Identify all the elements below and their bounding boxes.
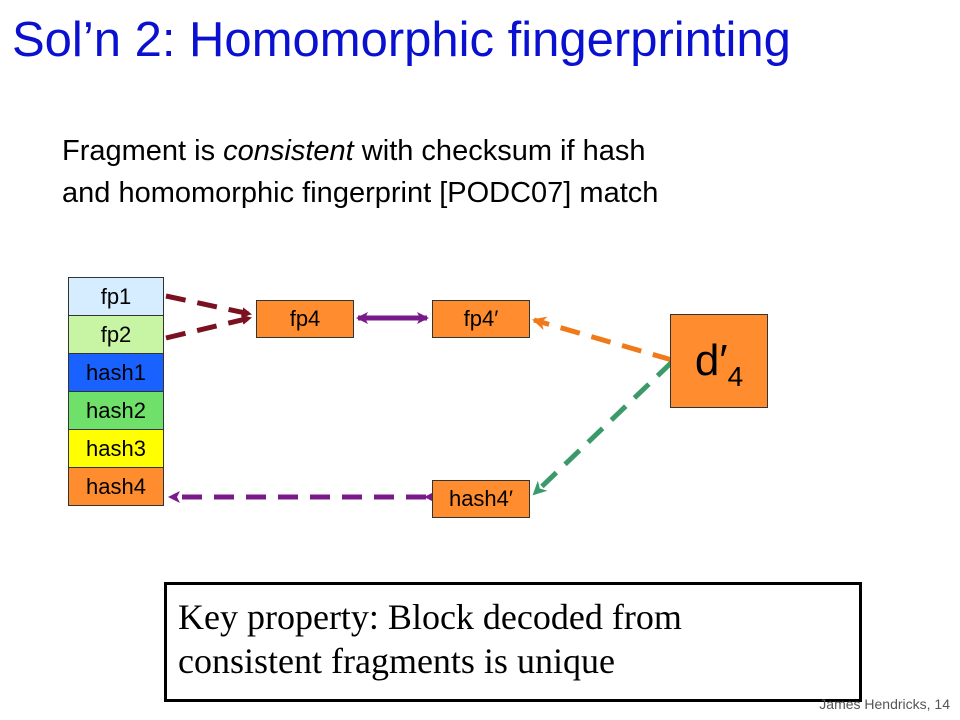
key-property-line-2: consistent fragments is unique [178, 641, 615, 681]
d4-subscript: 4 [727, 361, 744, 392]
key-property-line-1: Key property: Block decoded from [178, 597, 682, 637]
hash4-prime-box: hash4′ [432, 480, 530, 518]
subtitle-line1-suffix: with checksum if hash [353, 135, 646, 167]
decoded-block-d4: d′4 [670, 314, 768, 408]
stack-cell-hash4: hash4 [68, 467, 164, 506]
arrow-fp2-to-fp4 [165, 314, 252, 341]
subtitle-line1-emph: consistent [223, 135, 354, 167]
arrow-fp1-to-fp4 [165, 293, 252, 318]
slide-title: Sol’n 2: Homomorphic fingerprinting [12, 13, 791, 67]
fp4-box: fp4 [256, 300, 354, 338]
fragment-checksum-stack: fp1 fp2 hash1 hash2 hash3 hash4 [68, 277, 164, 506]
fp4-prime-box: fp4′ [432, 300, 530, 338]
stack-cell-hash2: hash2 [68, 391, 164, 430]
d4-main-label: d′ [694, 336, 728, 385]
stack-cell-fp1: fp1 [68, 277, 164, 316]
slide-footer: James Hendricks, 14 [819, 696, 950, 712]
subtitle-line-1: Fragment is consistent with checksum if … [62, 130, 658, 172]
stack-cell-hash3: hash3 [68, 429, 164, 468]
subtitle-line1-prefix: Fragment is [62, 135, 224, 167]
arrow-d4-to-fp4prime [532, 316, 673, 363]
key-property-box: Key property: Block decoded from consist… [164, 582, 862, 702]
stack-cell-fp2: fp2 [68, 315, 164, 354]
slide-subtitle: Fragment is consistent with checksum if … [62, 130, 658, 214]
arrow-d4-to-hash4prime [532, 360, 674, 496]
subtitle-line-2: and homomorphic fingerprint [PODC07] mat… [62, 177, 659, 209]
stack-cell-hash1: hash1 [68, 353, 164, 392]
